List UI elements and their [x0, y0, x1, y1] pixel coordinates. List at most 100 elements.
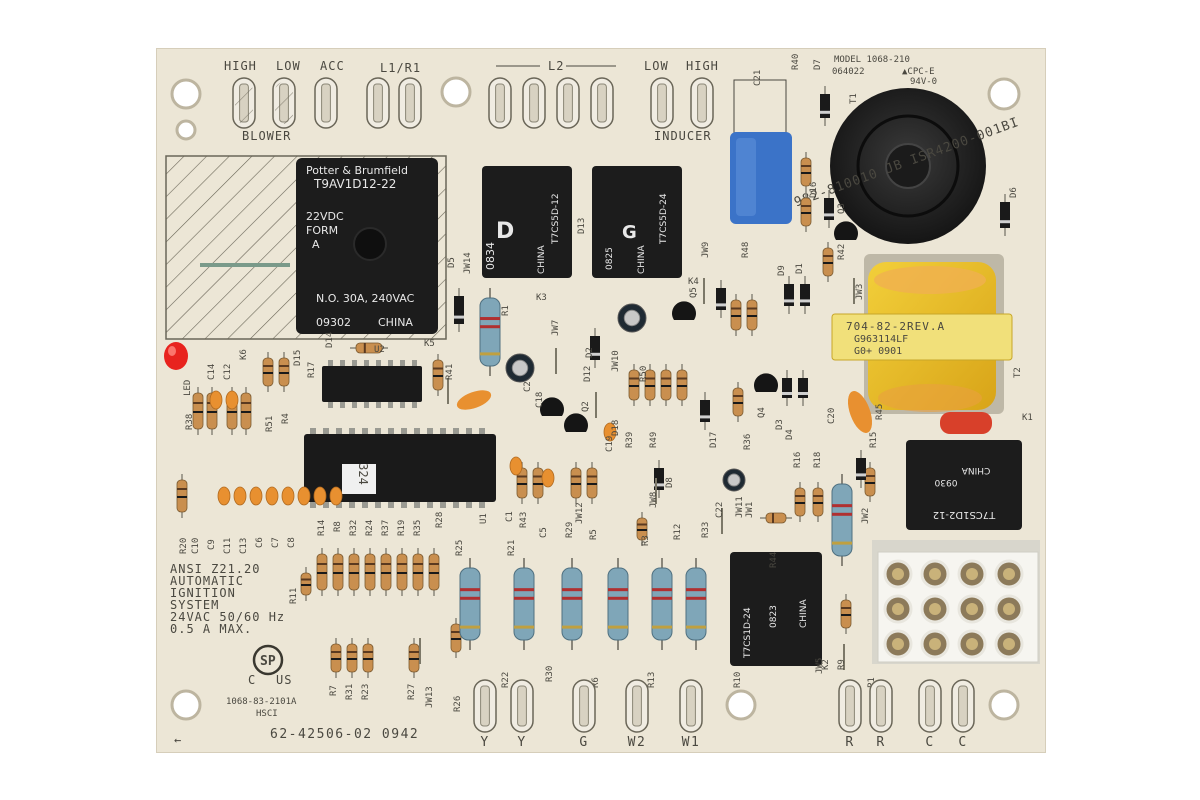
- ref-d1: D1: [795, 263, 805, 274]
- transistor-q2b: [564, 413, 588, 432]
- label-blower: BLOWER: [242, 129, 291, 143]
- connector-pin-core: [966, 638, 978, 650]
- label-blower-high: HIGH: [224, 59, 257, 73]
- big-resistor-r5: [561, 567, 583, 641]
- big-resistor-r21-band: [514, 588, 534, 592]
- terminal-c-8-blade: [958, 685, 968, 727]
- ref-k6: K6: [239, 349, 249, 360]
- resistor-bank-0-band: [317, 572, 327, 574]
- connector-pin-core: [892, 638, 904, 650]
- ref-jw12: JW12: [575, 502, 585, 524]
- big-resistor-r5-band: [562, 596, 582, 600]
- ref-led: LED: [183, 380, 193, 396]
- k4-model: T7CS5D-24: [659, 193, 669, 245]
- ref-jw10: JW10: [611, 350, 621, 372]
- u2-pin: [388, 402, 393, 408]
- arrow-mark: ←: [174, 733, 182, 747]
- ref-r10: R10: [733, 672, 743, 688]
- resistor-bank2-2-band: [363, 658, 373, 660]
- resistor-bank-5-band: [397, 572, 407, 574]
- diode-d17-band: [700, 415, 710, 419]
- resistor-bank2-2-band: [363, 651, 373, 653]
- cap-row-2: [249, 486, 263, 506]
- terminal-label-w1-4: W1: [682, 735, 701, 750]
- ref-r43: R43: [519, 512, 529, 528]
- diode-d3b-band: [798, 392, 808, 395]
- ref-jw8: JW8: [649, 492, 659, 508]
- resistor-bank-4-band: [381, 563, 391, 565]
- ref-d15: D15: [293, 350, 303, 366]
- resistor-bank-5-band: [397, 563, 407, 565]
- label-blower-acc: ACC: [320, 59, 345, 73]
- diode-d3b: [798, 378, 808, 398]
- ref-jw2: JW2: [861, 508, 871, 524]
- big-resistor-r44-band: [832, 541, 852, 545]
- resistor-mid-3-band: [677, 377, 687, 380]
- ref-k3: K3: [536, 293, 547, 303]
- rating-94v0: 94V-0: [910, 77, 937, 87]
- resistor-r3-band: [637, 529, 647, 531]
- big-resistor-r25-band: [460, 625, 480, 629]
- ref-c10: C10: [191, 538, 201, 554]
- spec-line-6: 0.5 A MAX.: [170, 622, 252, 636]
- u1-pin: [310, 428, 316, 434]
- ref-r38: R38: [185, 414, 195, 430]
- resistor-r26-band: [451, 631, 461, 633]
- resistor-h2: [765, 512, 787, 524]
- ref-d18: D18: [611, 420, 621, 436]
- terminal-blower-high-hatch: [235, 82, 253, 124]
- resistor-r48-0-band: [731, 315, 741, 317]
- u1-pins: [310, 428, 485, 508]
- resistor-r40b-band: [801, 205, 811, 207]
- k4-letter: G: [622, 222, 637, 243]
- ref-d4: D4: [785, 429, 795, 440]
- u1-pin: [440, 428, 446, 434]
- ref-c18: C18: [535, 392, 545, 408]
- cpc-label: ▲CPC-E: [902, 67, 935, 77]
- diode-d9-band: [784, 299, 794, 303]
- diode-d3: [782, 378, 792, 398]
- resistor-r41-band: [433, 367, 443, 370]
- diode-d6: [1000, 202, 1010, 228]
- ref-r3: R3: [641, 535, 651, 546]
- resistor-mid-2-band: [661, 377, 671, 380]
- terminal-y-1-blade: [517, 685, 527, 727]
- terminal-y-0-blade: [480, 685, 490, 727]
- u1-pin: [336, 502, 342, 508]
- u1-pin: [453, 502, 459, 508]
- ref-c6: C6: [255, 537, 265, 548]
- resistor-left-3-band: [241, 402, 251, 404]
- big-resistor-r44: [831, 483, 853, 557]
- u2-pin: [340, 360, 345, 366]
- cap-row-3: [265, 486, 279, 506]
- diode-d6-band: [1000, 220, 1010, 224]
- ref-r8: R8: [333, 521, 343, 532]
- ref-q2: Q2: [581, 401, 591, 412]
- u2-pin: [328, 360, 333, 366]
- terminal-label-c-7: C: [925, 735, 934, 750]
- resistor-r40-band: [801, 172, 811, 174]
- ref-r19: R19: [397, 520, 407, 536]
- terminal-g-2-blade: [579, 685, 589, 727]
- ref-r25: R25: [455, 540, 465, 556]
- cap-row-1: [233, 486, 247, 506]
- transformer-line2: G963114LF: [854, 334, 908, 345]
- passive-components: [176, 86, 1010, 678]
- resistor-r18-band: [813, 495, 823, 497]
- ref-k5: K5: [424, 339, 435, 349]
- big-resistor-r33-band: [686, 625, 706, 629]
- resistor-bank2-0-band: [331, 658, 341, 660]
- terminal-blower-low-hatch: [275, 82, 293, 124]
- c21-outline: [733, 79, 787, 141]
- ref-c2: C2: [523, 381, 533, 392]
- label-inducer-low: LOW: [644, 59, 669, 73]
- ref-r23: R23: [361, 684, 371, 700]
- ref-r41: R41: [445, 364, 455, 380]
- electrolytic-c22-top: [727, 473, 741, 487]
- terminal-l2-c-blade: [563, 83, 573, 123]
- ref-r20: R20: [179, 538, 189, 554]
- diode-d12-band: [590, 352, 600, 356]
- ref-d14: D14: [325, 332, 335, 348]
- resistor-r36-band: [733, 402, 743, 404]
- ref-r15: R15: [869, 432, 879, 448]
